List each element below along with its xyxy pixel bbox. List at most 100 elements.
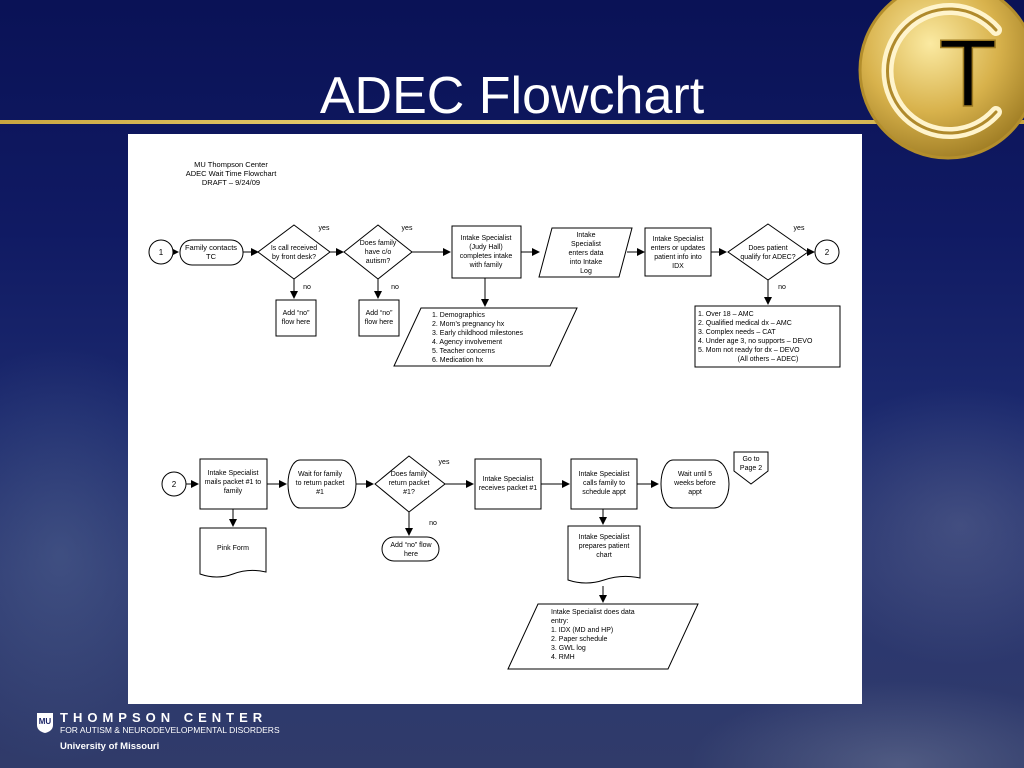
no-flow-box-a [275, 299, 317, 337]
calls-family-line-1: Intake Specialist [579, 471, 630, 478]
no-flow-a-line-1: Add “no” [283, 310, 311, 317]
no-flow-line-1: Add “no” flow [390, 542, 432, 549]
returned-packet-decision [374, 455, 446, 513]
intake-topic-2: 2. Mom’s pregnancy hx [432, 321, 505, 328]
receives-packet-box [474, 458, 542, 510]
criteria-line-5: 5. Mom not ready for dx – DEVO [698, 347, 800, 354]
family-concern-line-3: autism? [366, 258, 391, 265]
slide-title: ADEC Flowchart [319, 67, 705, 125]
wait-return-line-1: Wait for family [298, 471, 343, 478]
data-entry-line-6: 4. RMH [551, 654, 575, 661]
yes-label-4: yes [439, 459, 450, 466]
intake-topic-1: 1. Demographics [432, 312, 485, 319]
prepares-chart-line-2: prepares patient [579, 543, 630, 550]
data-entry-line-3: 1. IDX (MD and HP) [551, 627, 613, 634]
qualify-adec-line-2: qualify for ADEC? [740, 254, 795, 261]
no-flow-terminal [381, 536, 440, 562]
family-concern-line-1: Does family [360, 240, 397, 247]
wait-weeks-line-1: Wait until 5 [678, 471, 712, 478]
header-line-1: MU Thompson Center [194, 160, 268, 169]
call-received-line-2: by front desk? [272, 254, 316, 261]
wait-weeks-line-3: appt [688, 489, 702, 496]
call-received-line-1: Is call received [271, 245, 317, 252]
wait-weeks-line-2: weeks before [673, 480, 716, 487]
prepares-chart-line-1: Intake Specialist [579, 534, 630, 541]
org-subtitle: FOR AUTISM & NEURODEVELOPMENTAL DISORDER… [60, 725, 280, 735]
family-contacts-line-1: Family contacts [185, 243, 237, 252]
no-flow-box-b [358, 299, 400, 337]
intake-topic-3: 3. Early childhood milestones [432, 330, 524, 337]
yes-label-2: yes [402, 225, 413, 232]
connector-2-page1-label: 2 [825, 248, 830, 257]
no-label-4: no [429, 520, 437, 527]
yes-label-3: yes [794, 225, 805, 232]
criteria-line-6: (All others – ADEC) [738, 356, 799, 363]
data-entry-line-4: 2. Paper schedule [551, 636, 608, 643]
title-underline [0, 120, 1024, 124]
no-flow-a-line-2: flow here [282, 319, 311, 326]
qualify-adec-decision [727, 223, 809, 281]
enters-idx-line-2: enters or updates [651, 245, 706, 252]
intake-topic-4: 4. Agency involvement [432, 339, 502, 346]
go-to-page-line-1: Go to [742, 456, 759, 463]
mails-packet-line-3: family [224, 488, 243, 495]
university-name: University of Missouri [60, 741, 160, 752]
header-line-3: DRAFT – 9/24/09 [202, 178, 260, 187]
no-flow-b-line-2: flow here [365, 319, 394, 326]
calls-family-line-2: calls family to [583, 480, 625, 487]
pink-form-document [199, 527, 267, 578]
logo-letter: T [939, 20, 998, 127]
mails-packet-box [199, 458, 268, 510]
intake-completes-line-1: Intake Specialist [461, 235, 512, 242]
data-entry-line-5: 3. GWL log [551, 645, 586, 652]
family-concern-line-2: have c/o [365, 249, 392, 256]
no-label-3: no [778, 284, 786, 291]
no-label-1: no [303, 284, 311, 291]
calls-family-box [570, 458, 638, 510]
intake-completes-line-3: completes intake [460, 253, 513, 260]
calls-family-line-3: schedule appt [582, 489, 626, 496]
enters-idx-box [644, 227, 712, 277]
wait-return-delay [287, 459, 357, 509]
connector-1-label: 1 [159, 248, 164, 257]
qualify-adec-line-1: Does patient [748, 245, 787, 252]
thompson-center-logo: T [856, 0, 1024, 180]
header-line-2: ADEC Wait Time Flowchart [186, 169, 277, 178]
family-contacts-line-2: TC [206, 252, 217, 261]
connector-1 [148, 239, 174, 265]
data-entry-io [507, 603, 699, 670]
data-entry-line-2: entry: [551, 618, 569, 625]
intake-log-line-3: enters data [568, 250, 603, 257]
returned-packet-line-3: #1? [403, 489, 415, 496]
criteria-line-4: 4. Under age 3, no supports – DEVO [698, 338, 813, 345]
flowchart-canvas: MU Thompson Center ADEC Wait Time Flowch… [148, 160, 841, 670]
wait-weeks-delay [660, 459, 730, 509]
data-entry-line-1: Intake Specialist does data [551, 609, 635, 616]
intake-completes-box [451, 225, 522, 279]
enters-idx-line-1: Intake Specialist [653, 236, 704, 243]
intake-log-line-5: Log [580, 268, 592, 275]
mails-packet-line-1: Intake Specialist [208, 470, 259, 477]
call-received-decision [257, 224, 331, 280]
intake-topic-5: 5. Teacher concerns [432, 348, 495, 355]
enters-idx-line-3: patient info into [654, 254, 702, 261]
returned-packet-line-2: return packet [389, 480, 430, 487]
intake-log-line-4: into Intake [570, 259, 602, 266]
family-concern-decision [343, 224, 413, 280]
enters-idx-line-4: IDX [672, 263, 684, 270]
intake-log-line-1: Intake [576, 232, 595, 239]
connector-2-page2-label: 2 [172, 480, 177, 489]
intake-completes-line-4: with family [469, 262, 503, 269]
criteria-line-1: 1. Over 18 – AMC [698, 311, 754, 318]
receives-packet-line-2: receives packet #1 [479, 485, 537, 492]
wait-return-line-2: to return packet [296, 480, 345, 487]
pink-form-label: Pink Form [217, 545, 249, 552]
receives-packet-line-1: Intake Specialist [483, 476, 534, 483]
org-name: THOMPSON CENTER [60, 710, 268, 725]
intake-topics-io [393, 307, 578, 367]
go-to-page-line-2: Page 2 [740, 465, 762, 472]
no-flow-b-line-1: Add “no” [366, 310, 394, 317]
intake-topic-6: 6. Medication hx [432, 357, 483, 364]
go-to-page-connector [733, 451, 769, 485]
qualify-criteria-box [694, 305, 841, 368]
